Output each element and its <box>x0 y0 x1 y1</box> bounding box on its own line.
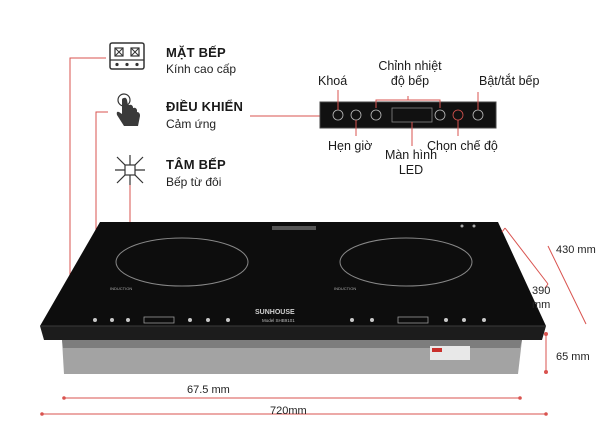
dimension-lines <box>42 227 587 415</box>
model-label: Model SHB9101 <box>262 318 295 323</box>
two-burner-icon <box>109 42 145 70</box>
burner-label-left: INDUCTION <box>110 286 132 291</box>
callout-adjust-heat-line1: Chỉnh nhiệt <box>378 59 442 73</box>
callout-led-line1: Màn hình <box>384 148 438 162</box>
feature-title-2: ĐIỀU KHIỂN <box>166 99 244 114</box>
cooktop-body <box>62 340 522 374</box>
dim-width: 720mm <box>270 405 307 417</box>
control-panel-closeup <box>319 101 497 129</box>
dim-depth: 430 mm <box>556 244 596 256</box>
panel-callout-lines <box>337 90 479 146</box>
callout-adjust-heat-line2: độ bếp <box>390 74 430 88</box>
feature-subtitle-2: Cảm ứng <box>166 117 217 131</box>
brand-logo: SUNHOUSE <box>255 309 295 316</box>
cooktop-glass <box>40 222 546 340</box>
burner-center-icon <box>115 155 145 185</box>
callout-led: Màn hình LED <box>376 148 446 178</box>
touch-hand-icon <box>116 93 140 126</box>
dim-inner-depth-value: 390 <box>532 285 551 297</box>
burner-label-right: INDUCTION <box>334 286 356 291</box>
callout-led-line2: LED <box>398 163 424 177</box>
callout-mode: Chọn chế độ <box>427 139 498 153</box>
feature-title-3: TÂM BẾP <box>166 157 226 172</box>
callout-lock: Khoá <box>318 74 348 88</box>
callout-timer: Hẹn giờ <box>328 139 373 153</box>
dim-inner-depth: 390 mm <box>532 284 550 312</box>
callout-adjust-heat: Chỉnh nhiệt độ bếp <box>375 59 445 89</box>
callout-power: Bật/tắt bếp <box>479 74 540 88</box>
feature-subtitle-3: Bếp từ đôi <box>166 175 222 189</box>
dim-height: 65 mm <box>556 351 590 363</box>
dim-inner-depth-unit: mm <box>532 299 551 311</box>
feature-title-1: MẶT BẾP <box>166 45 226 60</box>
feature-subtitle-1: Kính cao cấp <box>166 62 237 76</box>
dim-inner-width: 67.5 mm <box>187 384 230 396</box>
